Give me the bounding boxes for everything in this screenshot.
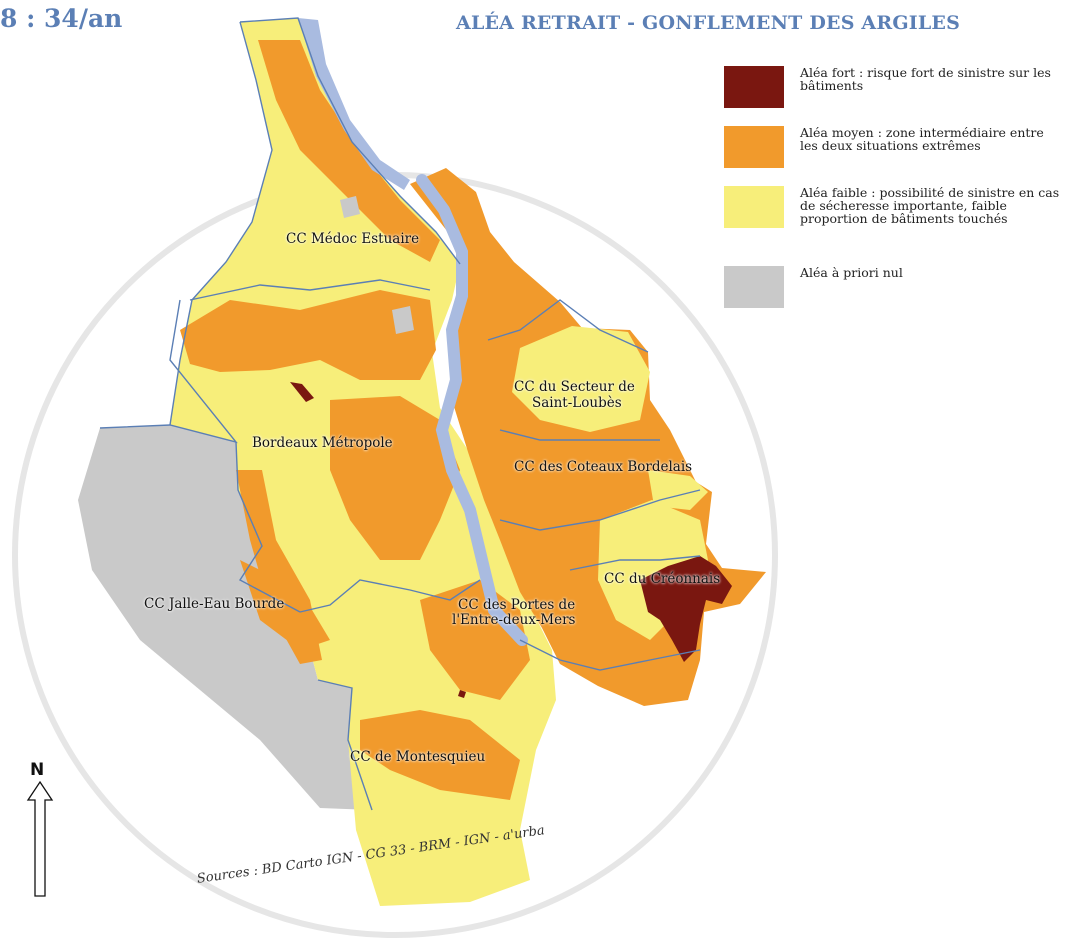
legend-swatch-strong: [724, 66, 784, 108]
legend-item-none: Aléa à priori nul: [724, 266, 1059, 326]
map-title: ALÉA RETRAIT - GONFLEMENT DES ARGILES: [456, 12, 961, 34]
region-label-bordeaux: Bordeaux Métropole: [252, 435, 393, 451]
east-weak-patch-3: [648, 470, 708, 510]
legend-item-medium: Aléa moyen : zone intermédiaire entre le…: [724, 126, 1059, 186]
west-medium-patch-6: [360, 710, 520, 800]
zone-strong-creonnais: [640, 556, 732, 662]
zone-strong-small-1: [290, 382, 314, 402]
west-medium-patch-7: [240, 560, 330, 650]
legend-text-strong: Aléa fort : risque fort de sinistre sur …: [800, 65, 1051, 93]
river-gironde: [298, 18, 410, 190]
zone-none: [78, 425, 372, 810]
legend-swatch-medium: [724, 126, 784, 168]
corner-stat: 8 : 34/an: [0, 4, 123, 33]
region-label-portes-line1: CC des Portes de: [458, 597, 576, 613]
legend-text-weak: Aléa faible : possibilité de sinistre en…: [800, 185, 1060, 226]
west-medium-patch-4: [258, 40, 440, 262]
east-weak-patch-1: [512, 326, 650, 432]
zone-strong-small-2: [458, 690, 466, 698]
north-arrow-icon: [26, 780, 54, 897]
legend-item-weak: Aléa faible : possibilité de sinistre en…: [724, 186, 1059, 266]
community-boundaries: [99, 17, 701, 811]
inner-none-patch-2: [340, 196, 360, 218]
region-label-montesquieu: CC de Montesquieu: [350, 749, 486, 765]
legend-swatch-none: [724, 266, 784, 308]
region-label-coteaux: CC des Coteaux Bordelais: [514, 459, 693, 475]
region-label-saint-loubes-line2: Saint-Loubès: [532, 395, 622, 411]
region-label-portes-line2: l'Entre-deux-Mers: [452, 612, 576, 628]
region-label-creonnais: CC du Créonnais: [604, 571, 721, 587]
legend: Aléa fort : risque fort de sinistre sur …: [724, 66, 1059, 326]
legend-swatch-weak: [724, 186, 784, 228]
legend-text-none: Aléa à priori nul: [800, 265, 903, 280]
west-medium-patch-5: [420, 580, 530, 700]
region-label-jalle: CC Jalle-Eau Bourde: [144, 596, 285, 612]
region-label-medoc: CC Médoc Estuaire: [286, 231, 420, 247]
region-label-saint-loubes-line1: CC du Secteur de: [514, 379, 635, 395]
inner-none-patch-1: [392, 306, 414, 334]
north-label: N: [30, 760, 45, 780]
river-garonne: [416, 174, 528, 646]
legend-text-medium: Aléa moyen : zone intermédiaire entre le…: [800, 125, 1044, 153]
west-medium-patch-2: [330, 396, 460, 560]
legend-item-strong: Aléa fort : risque fort de sinistre sur …: [724, 66, 1059, 126]
west-medium-patch-1: [180, 290, 436, 380]
